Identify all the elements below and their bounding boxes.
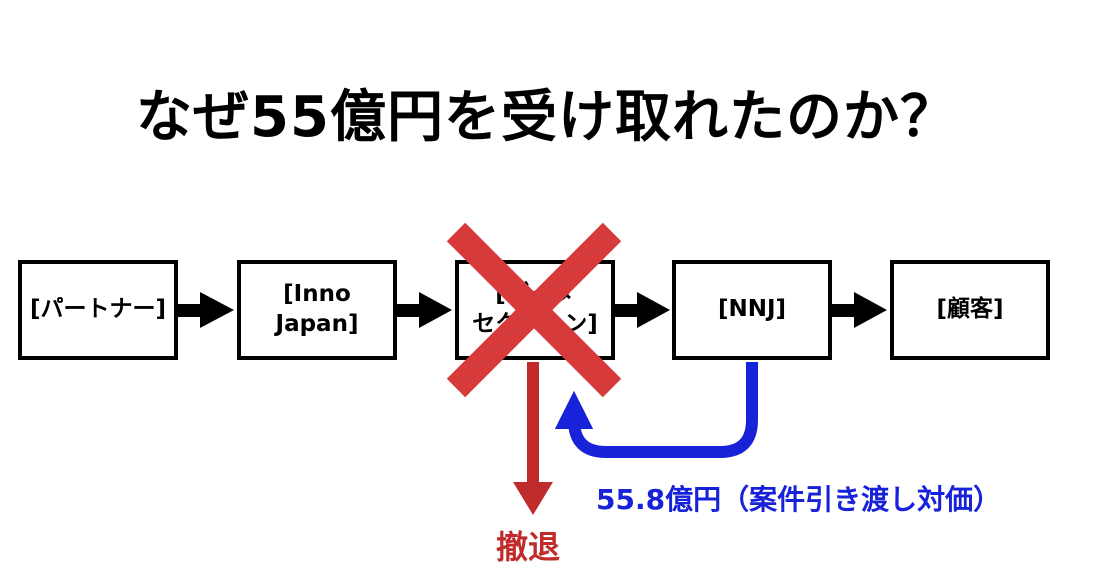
node-customer-label: [顧客] bbox=[936, 296, 1004, 323]
flow-arrow-2-icon bbox=[397, 292, 452, 328]
payment-u-turn-arrow-icon bbox=[554, 362, 758, 458]
node-customer: [顧客] bbox=[890, 260, 1050, 360]
withdraw-label: 撤退 bbox=[496, 528, 561, 566]
node-inno-japan-label: [Inno Japan] bbox=[275, 281, 359, 337]
node-inno-japan: [Inno Japan] bbox=[237, 260, 397, 360]
withdraw-down-arrow-icon bbox=[513, 362, 553, 515]
flow-arrow-4-icon bbox=[832, 292, 887, 328]
x-cross-icon bbox=[446, 222, 622, 398]
payment-label: 55.8億円（案件引き渡し対価） bbox=[596, 483, 1002, 516]
node-nnj: [NNJ] bbox=[672, 260, 832, 360]
page-title: なぜ55億円を受け取れたのか？ bbox=[136, 85, 957, 150]
flow-arrow-3-icon bbox=[615, 292, 670, 328]
flow-arrow-1-icon bbox=[178, 292, 234, 328]
node-partner: [パートナー] bbox=[18, 260, 178, 360]
node-nnj-label: [NNJ] bbox=[717, 296, 787, 323]
node-partner-label: [パートナー] bbox=[29, 296, 167, 323]
